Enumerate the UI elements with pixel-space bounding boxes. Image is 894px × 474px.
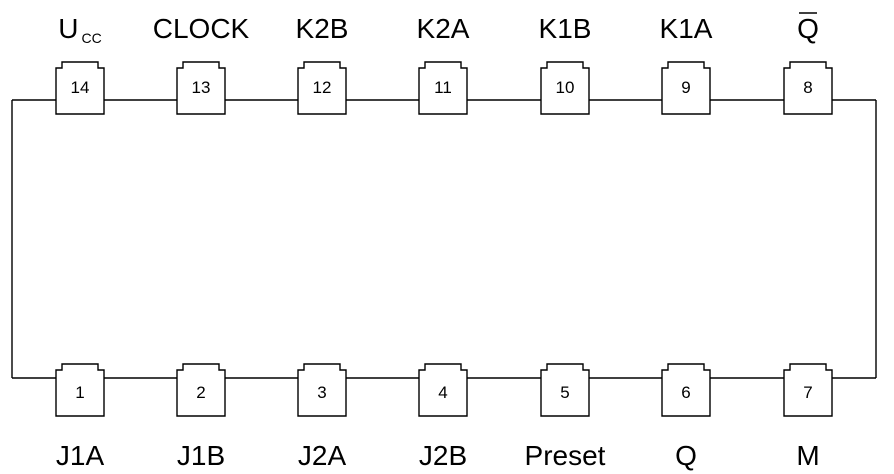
pin-number: 7 bbox=[803, 383, 812, 402]
pin-label: Q bbox=[797, 13, 819, 44]
pin-body bbox=[297, 61, 347, 115]
pin-label: CLOCK bbox=[153, 13, 250, 44]
pin-label: K1B bbox=[539, 13, 592, 44]
pin-label-text: Q bbox=[797, 13, 819, 44]
pin-number: 14 bbox=[71, 78, 90, 97]
pin-label-text: K2B bbox=[296, 13, 349, 44]
pin-body bbox=[176, 61, 226, 115]
pin-number: 5 bbox=[560, 383, 569, 402]
pin-body bbox=[418, 61, 468, 115]
pin-label-text: J2B bbox=[419, 440, 467, 471]
pin-label: J2B bbox=[419, 440, 467, 471]
pin-10: 10 K1B bbox=[539, 13, 592, 115]
pin-number: 4 bbox=[438, 383, 447, 402]
pin-label: K2A bbox=[417, 13, 470, 44]
pin-label-text: Preset bbox=[525, 440, 606, 471]
pin-label: K1A bbox=[660, 13, 713, 44]
chip-body-outline bbox=[11, 99, 877, 379]
pin-body bbox=[661, 363, 711, 417]
pin-7: 7M bbox=[783, 363, 833, 471]
pin-label-text: M bbox=[796, 440, 819, 471]
pin-8: 8Q bbox=[783, 12, 833, 115]
pin-number: 10 bbox=[556, 78, 575, 97]
pin-label: M bbox=[796, 440, 819, 471]
pin-label: Preset bbox=[525, 440, 606, 471]
pin-number: 8 bbox=[803, 78, 812, 97]
pin-number: 3 bbox=[317, 383, 326, 402]
pin-label: Q bbox=[675, 440, 697, 471]
pin-label-text: U bbox=[58, 13, 78, 44]
pin-label-text: J2A bbox=[298, 440, 347, 471]
pin-body bbox=[540, 363, 590, 417]
pin-9: 9 K1A bbox=[660, 13, 713, 115]
pin-label: J1B bbox=[177, 440, 225, 471]
pin-body bbox=[661, 61, 711, 115]
pin-body bbox=[540, 61, 590, 115]
pin-body bbox=[418, 363, 468, 417]
pin-12: 12 K2B bbox=[296, 13, 349, 115]
pin-11: 11 K2A bbox=[417, 13, 470, 115]
pin-number: 2 bbox=[196, 383, 205, 402]
pin-label-text: J1B bbox=[177, 440, 225, 471]
pin-label-subscript: CC bbox=[82, 30, 102, 46]
pin-6: 6Q bbox=[661, 363, 711, 471]
pin-label-text: K1A bbox=[660, 13, 713, 44]
pin-13: 13 CLOCK bbox=[153, 13, 250, 115]
pin-body bbox=[55, 363, 105, 417]
pin-label-text: J1A bbox=[56, 440, 105, 471]
pin-body bbox=[783, 363, 833, 417]
pin-label-text: K2A bbox=[417, 13, 470, 44]
pin-number: 11 bbox=[434, 78, 452, 97]
pin-label-text: K1B bbox=[539, 13, 592, 44]
pin-body bbox=[176, 363, 226, 417]
pin-label-text: CLOCK bbox=[153, 13, 250, 44]
pin-label: J2A bbox=[298, 440, 347, 471]
pin-number: 9 bbox=[681, 78, 690, 97]
pin-body bbox=[783, 61, 833, 115]
pin-label: J1A bbox=[56, 440, 105, 471]
pin-number: 1 bbox=[75, 383, 84, 402]
pin-label-text: Q bbox=[675, 440, 697, 471]
pin-body bbox=[297, 363, 347, 417]
pin-label: K2B bbox=[296, 13, 349, 44]
pin-number: 6 bbox=[681, 383, 690, 402]
pin-number: 12 bbox=[313, 78, 332, 97]
pin-body bbox=[55, 61, 105, 115]
pin-number: 13 bbox=[192, 78, 211, 97]
